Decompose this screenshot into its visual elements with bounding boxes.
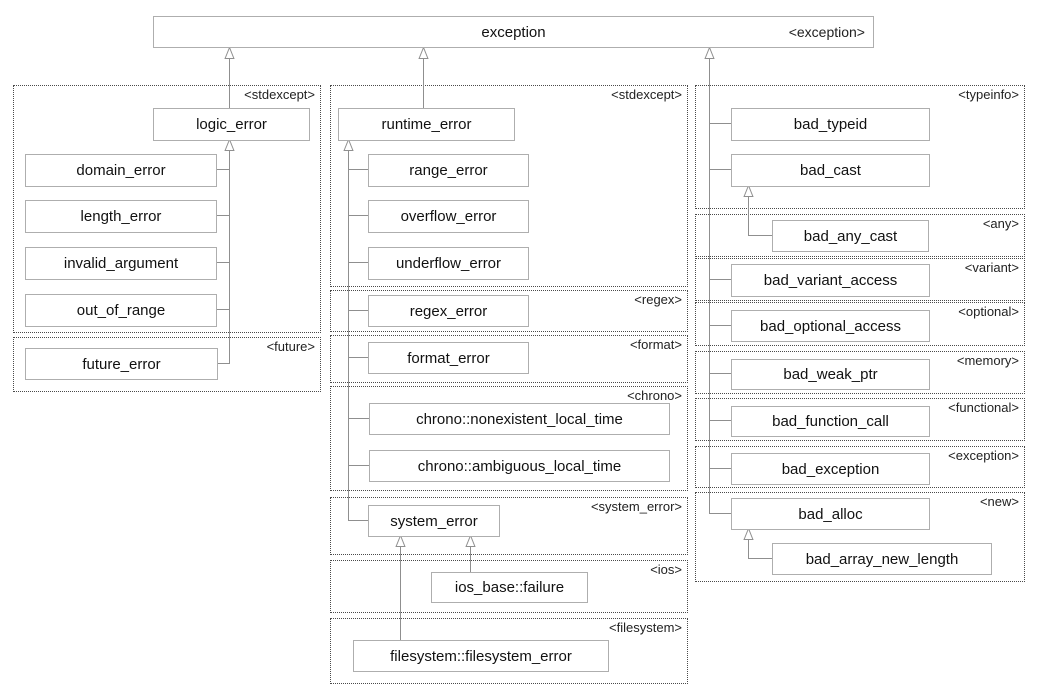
class-box-ios-base-failure: ios_base::failure: [431, 572, 588, 603]
group-header-stdexcept-left: <stdexcept>: [244, 87, 315, 102]
class-box-format-error: format_error: [368, 342, 529, 374]
group-header-any: <any>: [982, 216, 1019, 231]
group-chrono: <chrono>: [330, 386, 688, 491]
group-new: <new>: [695, 492, 1025, 582]
class-box-invalid-argument: invalid_argument: [25, 247, 217, 280]
class-box-out-of-range: out_of_range: [25, 294, 217, 327]
class-box-length-error: length_error: [25, 200, 217, 233]
class-box-bad-any-cast: bad_any_cast: [772, 220, 929, 252]
group-header-exception: <exception>: [948, 448, 1019, 463]
group-system-error: <system_error>: [330, 497, 688, 555]
group-header-chrono: <chrono>: [627, 388, 682, 403]
group-memory: <memory>: [695, 351, 1025, 394]
class-box-logic-error: logic_error: [153, 108, 310, 141]
class-box-underflow-error: underflow_error: [368, 247, 529, 280]
class-box-bad-cast: bad_cast: [731, 154, 930, 187]
class-box-bad-typeid: bad_typeid: [731, 108, 930, 141]
group-ios: <ios>: [330, 560, 688, 613]
class-box-overflow-error: overflow_error: [368, 200, 529, 233]
group-header-typeinfo: <typeinfo>: [958, 87, 1019, 102]
group-variant: <variant>: [695, 258, 1025, 301]
group-header-memory: <memory>: [956, 353, 1019, 368]
root-header-exception: <exception>: [788, 24, 865, 40]
class-box-chrono-nonexistent-local-time: chrono::nonexistent_local_time: [369, 403, 670, 435]
class-box-filesystem-filesystem-error: filesystem::filesystem_error: [353, 640, 609, 672]
class-label-exception: exception: [481, 23, 546, 41]
group-optional: <optional>: [695, 302, 1025, 346]
group-format: <format>: [330, 335, 688, 383]
group-header-optional: <optional>: [958, 304, 1019, 319]
group-stdexcept-left: <stdexcept>: [13, 85, 321, 333]
class-box-bad-optional-access: bad_optional_access: [731, 310, 930, 342]
class-box-future-error: future_error: [25, 348, 218, 380]
class-box-bad-alloc: bad_alloc: [731, 498, 930, 530]
group-exception-header: <exception>: [695, 446, 1025, 488]
class-box-bad-exception: bad_exception: [731, 453, 930, 485]
class-box-chrono-ambiguous-local-time: chrono::ambiguous_local_time: [369, 450, 670, 482]
group-header-regex: <regex>: [634, 292, 682, 307]
class-box-domain-error: domain_error: [25, 154, 217, 187]
class-box-exception: exception <exception>: [153, 16, 874, 48]
class-box-system-error: system_error: [368, 505, 500, 537]
group-header-system-error: <system_error>: [590, 499, 682, 514]
class-box-bad-weak-ptr: bad_weak_ptr: [731, 359, 930, 390]
group-typeinfo: <typeinfo>: [695, 85, 1025, 209]
group-functional: <functional>: [695, 398, 1025, 441]
group-header-functional: <functional>: [948, 400, 1019, 415]
group-filesystem: <filesystem>: [330, 618, 688, 684]
group-stdexcept-mid: <stdexcept>: [330, 85, 688, 287]
group-regex: <regex>: [330, 290, 688, 332]
group-header-future: <future>: [266, 339, 315, 354]
group-future: <future>: [13, 337, 321, 392]
class-box-bad-function-call: bad_function_call: [731, 406, 930, 437]
class-box-runtime-error: runtime_error: [338, 108, 515, 141]
group-any: <any>: [695, 214, 1025, 257]
group-header-stdexcept-mid: <stdexcept>: [611, 87, 682, 102]
class-box-range-error: range_error: [368, 154, 529, 187]
class-box-bad-variant-access: bad_variant_access: [731, 264, 930, 297]
group-header-filesystem: <filesystem>: [609, 620, 682, 635]
group-header-ios: <ios>: [650, 562, 682, 577]
class-box-regex-error: regex_error: [368, 295, 529, 327]
group-header-new: <new>: [979, 494, 1019, 509]
class-box-bad-array-new-length: bad_array_new_length: [772, 543, 992, 575]
group-header-variant: <variant>: [964, 260, 1019, 275]
group-header-format: <format>: [629, 337, 682, 352]
